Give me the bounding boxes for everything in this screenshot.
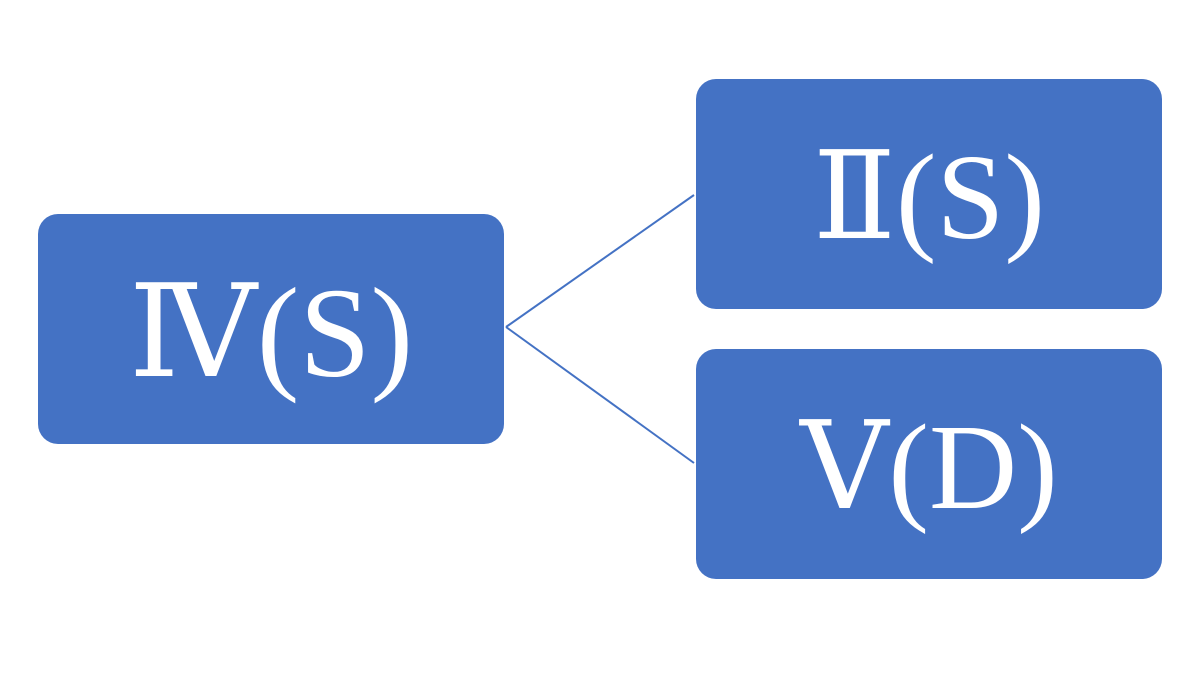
- root-node: Ⅳ(S): [38, 214, 504, 444]
- child-node-top-label: Ⅱ(S): [812, 130, 1046, 265]
- child-node-top: Ⅱ(S): [696, 79, 1162, 309]
- child-node-bottom: Ⅴ(D): [696, 349, 1162, 579]
- child-node-bottom-label: Ⅴ(D): [800, 400, 1058, 535]
- root-node-label: Ⅳ(S): [128, 262, 414, 404]
- connector-root-to-bottom-child: [505, 326, 695, 464]
- connector-root-to-top-child: [505, 194, 695, 328]
